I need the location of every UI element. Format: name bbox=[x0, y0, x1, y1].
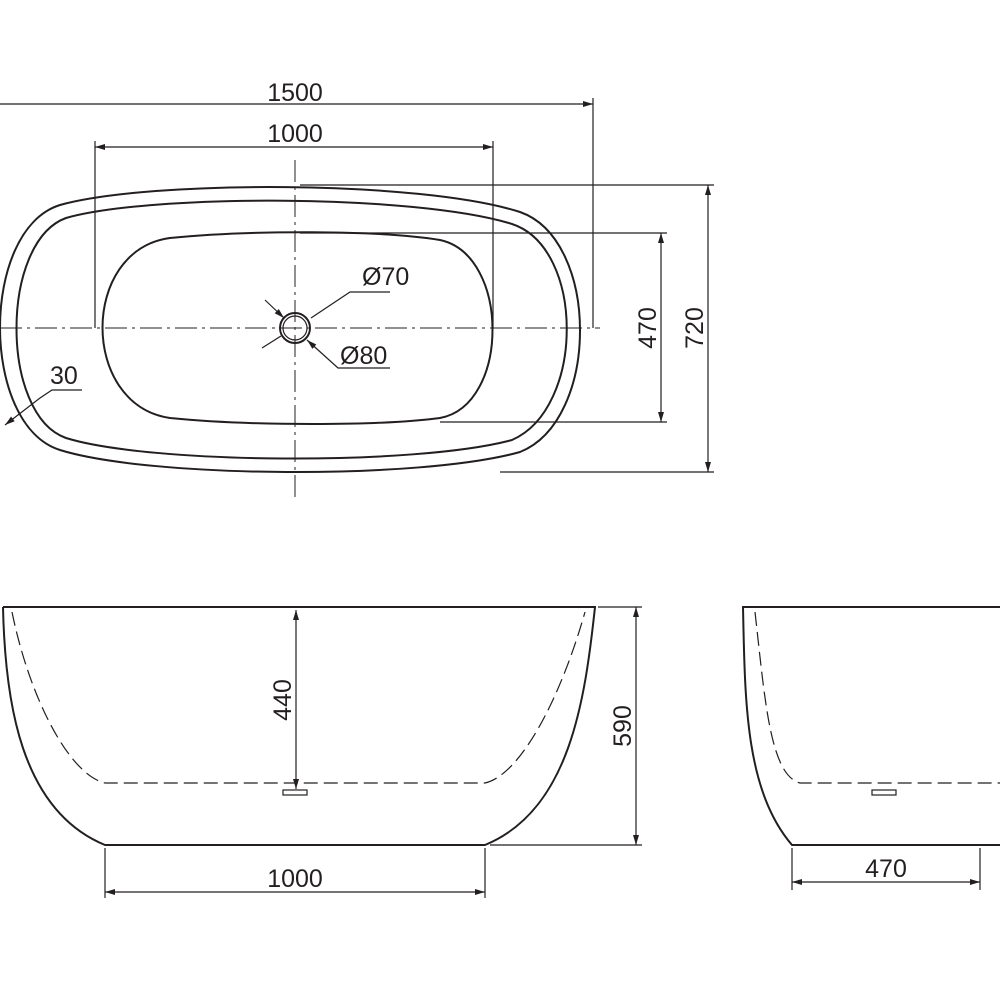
inner-length-label: 1000 bbox=[267, 120, 323, 148]
outer-rim-outline bbox=[0, 186, 581, 473]
drain bbox=[279, 312, 311, 344]
end-profile bbox=[741, 606, 1000, 846]
inner-rim-outline bbox=[15, 199, 568, 460]
overall-length-label: 1500 bbox=[267, 79, 323, 107]
base-width-label: 470 bbox=[865, 855, 907, 883]
inner-depth-label: 440 bbox=[269, 679, 297, 721]
top-view: 1500 1000 720 470 30 Ø70 Ø80 bbox=[0, 79, 714, 498]
inner-width-label: 470 bbox=[634, 307, 662, 349]
side-profile bbox=[2, 606, 597, 846]
base-length-label: 1000 bbox=[267, 865, 323, 893]
side-view: 440 590 1000 bbox=[2, 606, 642, 898]
overall-width-label: 720 bbox=[681, 307, 709, 349]
side-drain bbox=[282, 789, 308, 796]
drain-outer-diameter-label: Ø80 bbox=[340, 342, 387, 370]
drain-inner-diameter-label: Ø70 bbox=[362, 263, 409, 291]
rim-thickness-label: 30 bbox=[50, 362, 78, 390]
basin-outline bbox=[101, 231, 494, 425]
end-view: 470 bbox=[741, 606, 1000, 890]
end-inner-hidden-line bbox=[754, 611, 1000, 784]
end-drain bbox=[871, 789, 897, 796]
side-inner-hidden-line bbox=[11, 611, 586, 784]
overall-height-label: 590 bbox=[609, 705, 637, 747]
